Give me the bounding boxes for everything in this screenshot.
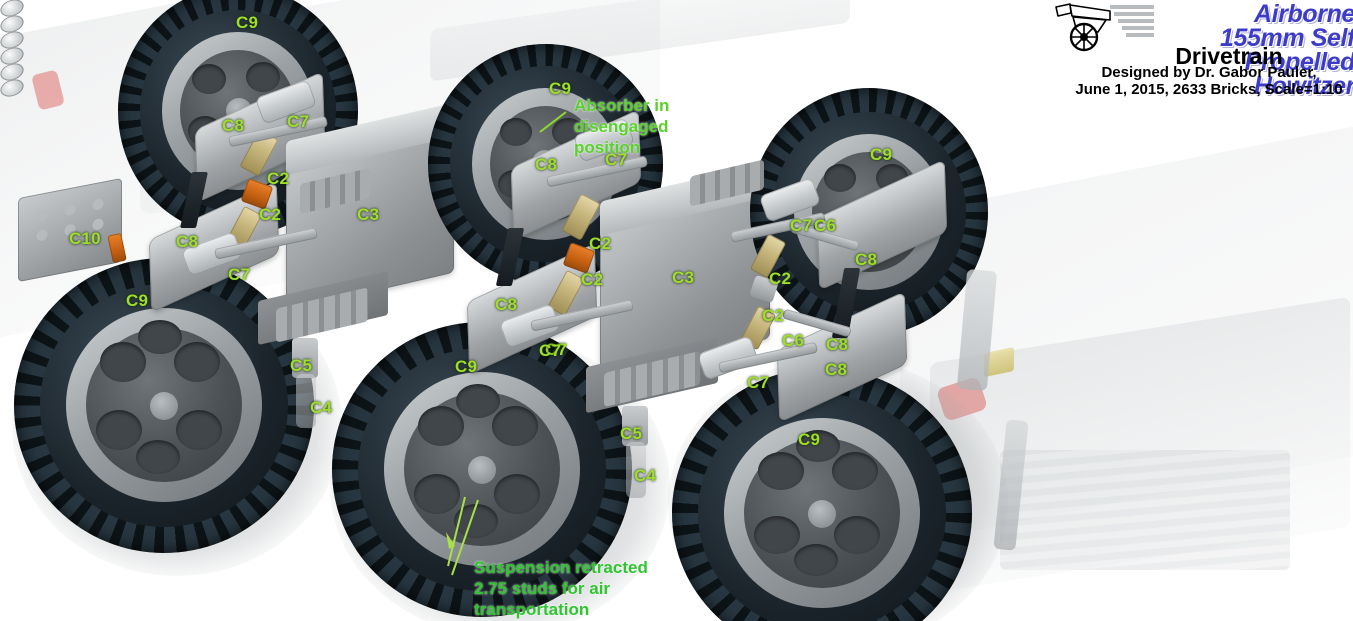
annotation-line: transportation: [474, 600, 590, 619]
annotation-absorber-note: Absorber in disengaged position: [574, 95, 669, 158]
annotation-line: position: [574, 138, 641, 157]
page-subtitle: Drivetrain: [1175, 43, 1283, 69]
wheel-rear-mid: [332, 322, 632, 617]
title-line-2: Propelled Howitzer: [1244, 48, 1353, 100]
annotation-line: Absorber in: [574, 96, 670, 115]
pivot-bracket-mid: [622, 406, 648, 446]
info-panel: Airborne 155mm Self Propelled Howitzer D…: [1045, 0, 1353, 560]
credit-block: Designed by Dr. Gabor Pauler, June 1, 20…: [1065, 64, 1353, 98]
annotation-line: disengaged: [574, 117, 669, 136]
credit-line-2: June 1, 2015, 2633 Bricks, Scale=1:10: [1075, 81, 1343, 98]
title-line-1: Airborne 155mm Self: [1220, 0, 1353, 52]
ghost-rear-grill: [1000, 450, 1290, 570]
pivot-axle-mid: [626, 442, 646, 498]
annotation-line: 2.75 studs for air: [474, 579, 611, 598]
credit-line-1: Designed by Dr. Gabor Pauler,: [1101, 64, 1317, 81]
page-title: Airborne 155mm Self Propelled Howitzer: [1165, 0, 1353, 100]
annotation-line: Suspension retracted: [474, 558, 648, 577]
pivot-bracket-left: [292, 338, 318, 378]
pivot-axle-left: [296, 374, 316, 428]
annotation-suspension-note: Suspension retracted 2.75 studs for air tr…: [474, 557, 648, 620]
cannon-icon: [1055, 3, 1154, 52]
wheel-rear-right: [672, 368, 972, 621]
